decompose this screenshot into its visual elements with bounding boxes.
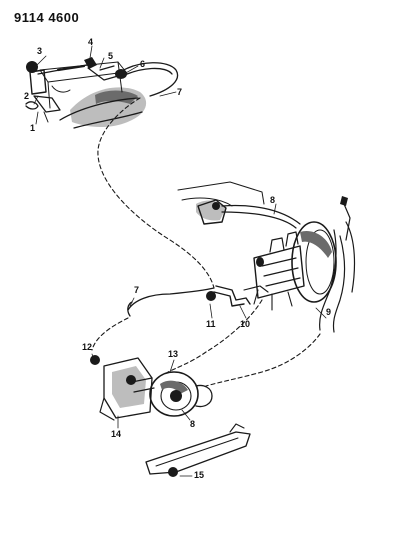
callout-8-upper: 8 (270, 195, 276, 205)
callout-4: 4 (88, 37, 94, 47)
callout-12: 12 (82, 342, 93, 352)
brake-booster-assembly (253, 196, 356, 333)
throttle-linkage-assembly (25, 45, 147, 129)
callout-7-upper: 7 (177, 87, 183, 97)
callout-8-lower: 8 (190, 419, 196, 429)
mid-cable-bracket (127, 285, 269, 319)
document-id: 9114 4600 (14, 10, 80, 25)
callout-14: 14 (111, 429, 122, 439)
callout-7-lower: 7 (134, 285, 140, 295)
servo-assembly (90, 353, 213, 429)
mounting-plate (145, 423, 251, 477)
servo-cable (91, 299, 321, 387)
firewall-module (177, 181, 301, 229)
throttle-cable (97, 62, 215, 289)
callout-2: 2 (24, 91, 30, 101)
callout-11: 11 (206, 319, 216, 329)
callout-1: 1 (30, 123, 36, 133)
callout-13: 13 (168, 349, 179, 359)
callout-3: 3 (37, 46, 43, 56)
callout-5: 5 (108, 51, 114, 61)
callout-6: 6 (140, 59, 146, 69)
callout-10: 10 (240, 319, 251, 329)
callout-9: 9 (326, 307, 332, 317)
callout-15: 15 (194, 470, 205, 480)
